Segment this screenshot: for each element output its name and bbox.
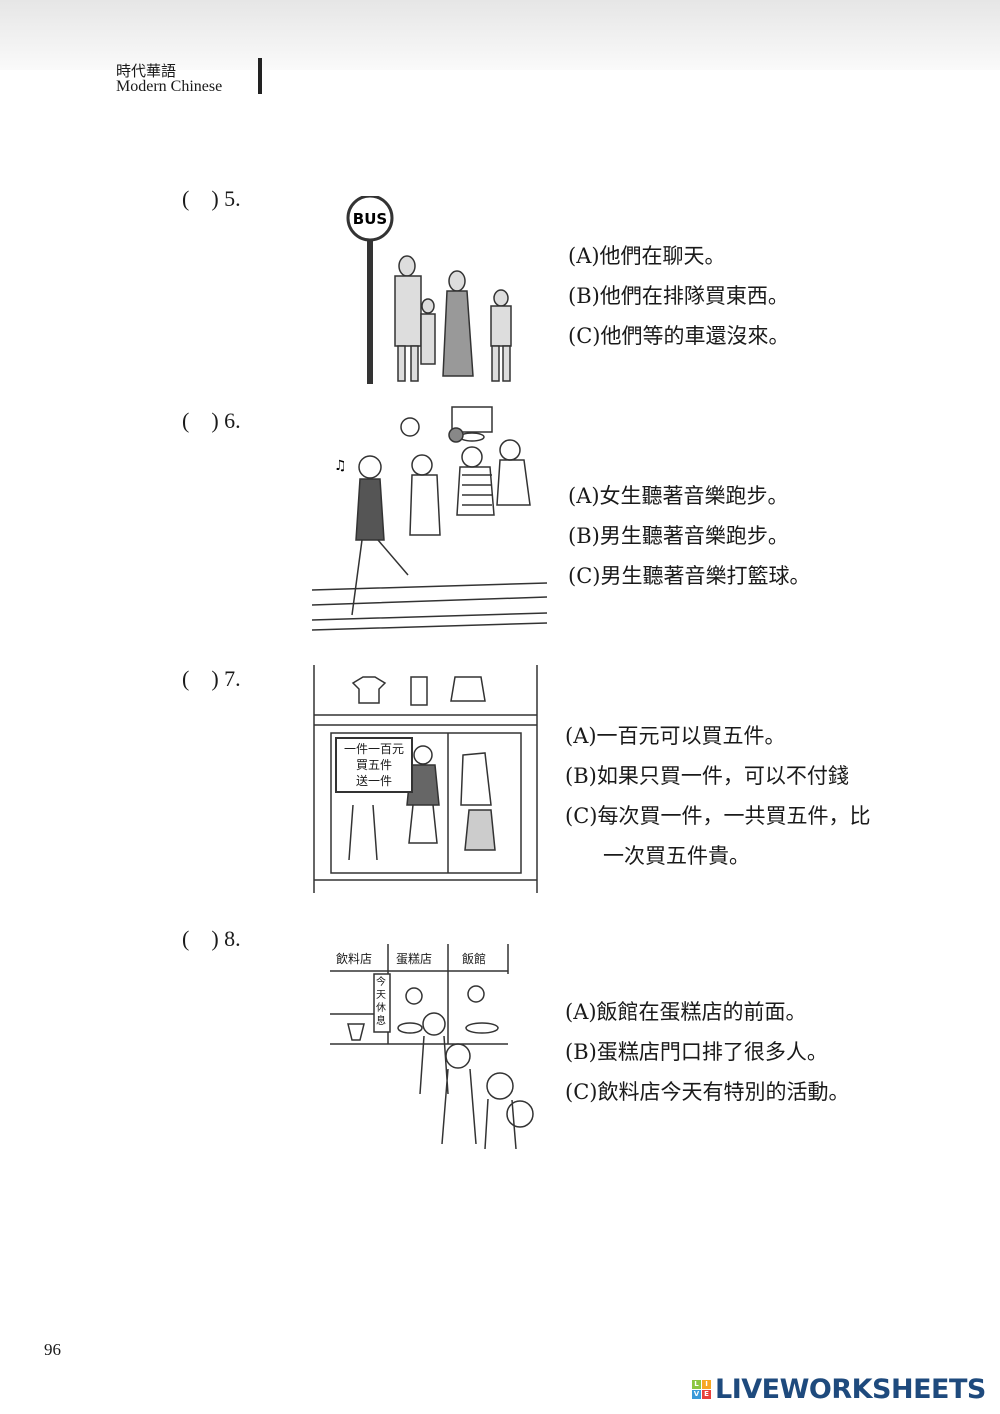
logo-block: E bbox=[702, 1390, 711, 1399]
question-5-options: (A)他們在聊天。 (B)他們在排隊買東西。 (C)他們等的車還沒來。 bbox=[568, 236, 789, 356]
shop-sign-drinks: 飲料店 bbox=[336, 952, 373, 966]
option-a[interactable]: (A)他們在聊天。 bbox=[568, 244, 726, 268]
book-title-chinese: 時代華語 bbox=[116, 62, 177, 80]
option-c[interactable]: (C)每次買一件，一共買五件，比 bbox=[565, 804, 871, 828]
sale-sign-line: 送一件 bbox=[355, 774, 392, 788]
option-b[interactable]: (B)如果只買一件，可以不付錢 bbox=[565, 764, 849, 788]
question-6-number[interactable]: ( ) 6. bbox=[182, 408, 241, 433]
option-c-continued: 一次買五件貴。 bbox=[603, 844, 750, 868]
logo-block: V bbox=[692, 1390, 701, 1399]
option-c[interactable]: (C)男生聽著音樂打籃球。 bbox=[568, 564, 811, 588]
running-basketball-illustration: ♫ bbox=[312, 406, 547, 631]
shop-sign-restaurant: 飯館 bbox=[462, 952, 487, 966]
logo-block: I bbox=[702, 1380, 711, 1389]
closed-sign: 今天休息 bbox=[376, 977, 386, 1027]
question-7-number[interactable]: ( ) 7. bbox=[182, 666, 241, 691]
logo-blocks-icon: L I V E bbox=[692, 1380, 711, 1399]
option-c[interactable]: (C)飲料店今天有特別的活動。 bbox=[565, 1080, 850, 1104]
option-c[interactable]: (C)他們等的車還沒來。 bbox=[568, 324, 790, 348]
shops-queue-illustration: 飲料店 蛋糕店 飯館 今天休息 bbox=[330, 944, 540, 1154]
sale-sign: 一件一百元 買五件 送一件 bbox=[335, 737, 413, 793]
question-8-options: (A)飯館在蛋糕店的前面。 (B)蛋糕店門口排了很多人。 (C)飲料店今天有特別… bbox=[565, 992, 849, 1112]
logo-block: L bbox=[692, 1380, 701, 1389]
music-note-icon: ♫ bbox=[334, 458, 347, 474]
sale-sign-line: 一件一百元 bbox=[343, 742, 404, 756]
option-b[interactable]: (B)蛋糕店門口排了很多人。 bbox=[565, 1040, 828, 1064]
liveworksheets-logo: L I V E LIVEWORKSHEETS bbox=[692, 1374, 986, 1405]
clothing-store-illustration: 一件一百元 買五件 送一件 bbox=[313, 665, 538, 893]
brand-name: LIVEWORKSHEETS bbox=[715, 1374, 986, 1405]
option-a[interactable]: (A)飯館在蛋糕店的前面。 bbox=[565, 1000, 807, 1024]
page-number: 96 bbox=[44, 1340, 61, 1359]
shop-sign-bakery: 蛋糕店 bbox=[396, 952, 433, 966]
question-6-options: (A)女生聽著音樂跑步。 (B)男生聽著音樂跑步。 (C)男生聽著音樂打籃球。 bbox=[568, 476, 810, 596]
volume-mark bbox=[258, 58, 262, 94]
question-7-options: (A)一百元可以買五件。 (B)如果只買一件，可以不付錢 (C)每次買一件，一共… bbox=[565, 716, 940, 876]
option-b[interactable]: (B)男生聽著音樂跑步。 bbox=[568, 524, 789, 548]
bus-stop-illustration: BUS bbox=[346, 196, 512, 384]
sale-sign-line: 買五件 bbox=[355, 758, 392, 772]
option-a[interactable]: (A)女生聽著音樂跑步。 bbox=[568, 484, 789, 508]
option-a[interactable]: (A)一百元可以買五件。 bbox=[565, 724, 786, 748]
book-title-english: Modern Chinese bbox=[116, 78, 223, 95]
question-8-number[interactable]: ( ) 8. bbox=[182, 926, 241, 951]
header-band bbox=[0, 0, 1000, 70]
option-b[interactable]: (B)他們在排隊買東西。 bbox=[568, 284, 789, 308]
question-5-number[interactable]: ( ) 5. bbox=[182, 186, 241, 211]
bus-sign-text: BUS bbox=[353, 210, 387, 228]
